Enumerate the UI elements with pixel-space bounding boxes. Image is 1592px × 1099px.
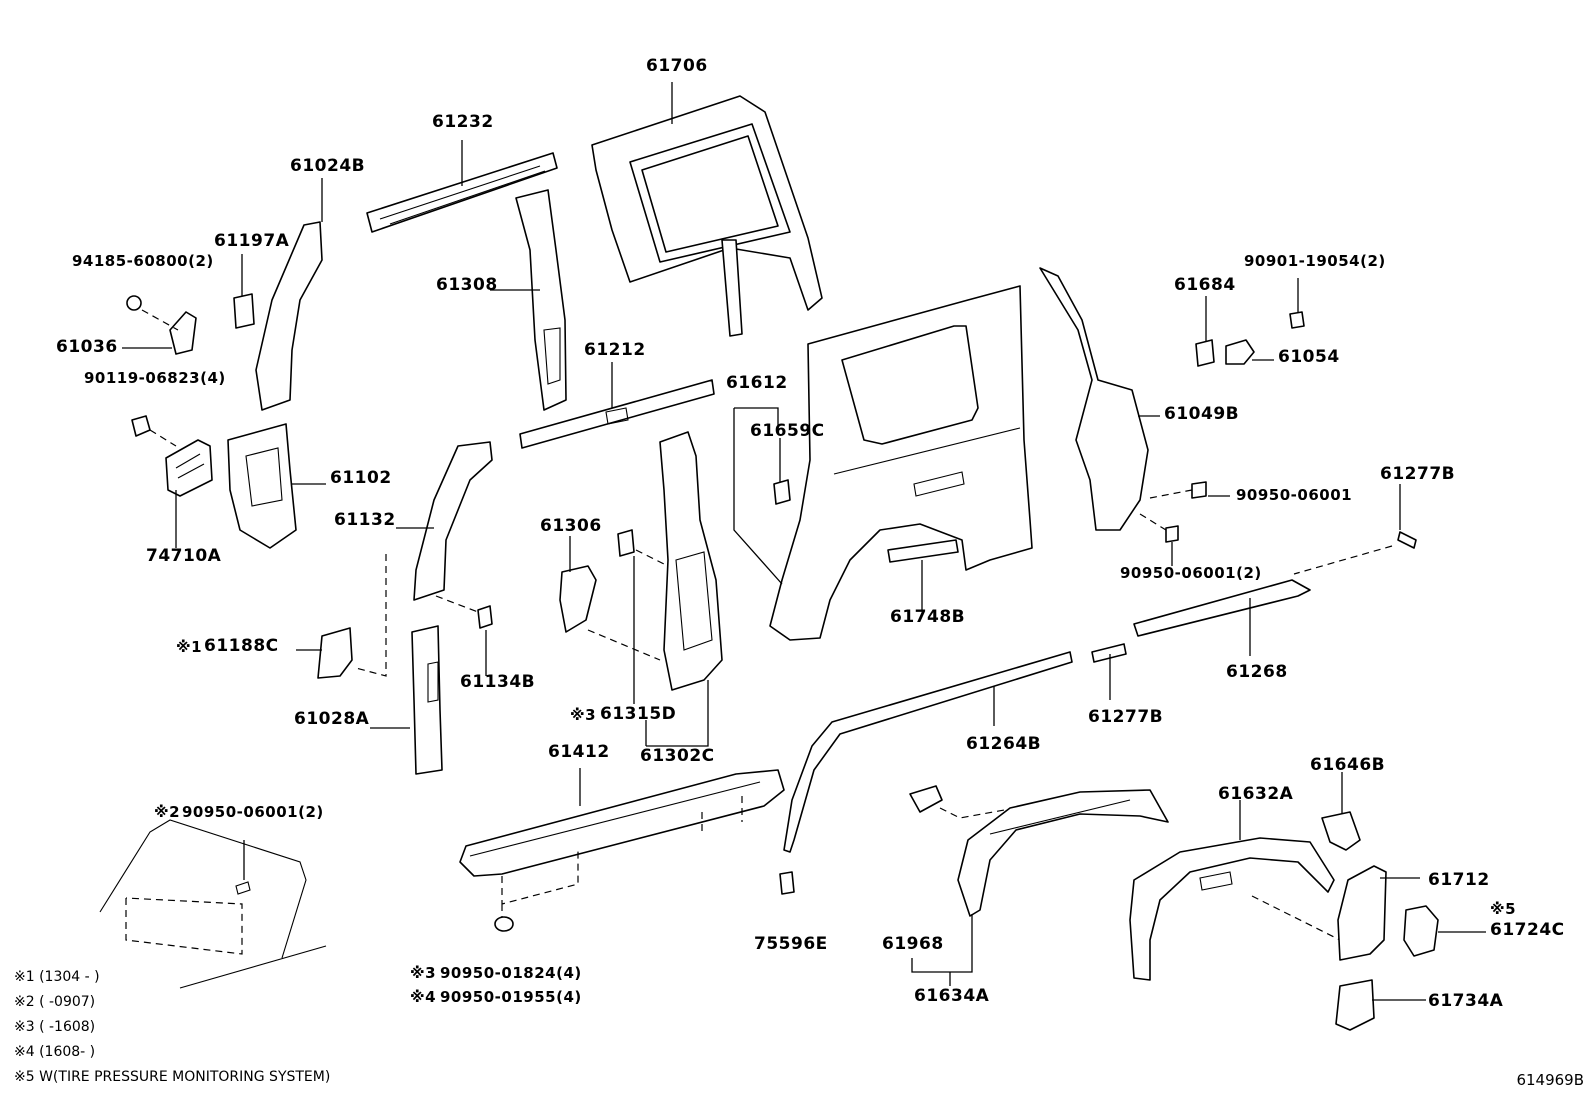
part-61734A (1335, 979, 1375, 1031)
label-61036: 61036 (56, 337, 118, 357)
part-61724C (1403, 905, 1439, 957)
part-61315D (617, 529, 635, 557)
part-61302C (659, 431, 723, 691)
label-61277B-mid: 61277B (1088, 707, 1164, 727)
part-94185-60800 (126, 295, 142, 311)
label-61049B: 61049B (1164, 404, 1240, 424)
part-61024B (255, 221, 323, 411)
label-61634A: 61634A (914, 986, 990, 1006)
part-61712 (1337, 865, 1387, 961)
part-61054 (1225, 339, 1255, 365)
part-61748B (887, 539, 959, 563)
part-61134B (477, 605, 493, 629)
part-61264B (783, 651, 1073, 853)
label-61054: 61054 (1278, 347, 1340, 367)
marker-5: ※5 (1490, 900, 1517, 918)
label-61306: 61306 (540, 516, 602, 536)
marker-1: ※1 (176, 638, 203, 656)
part-61308 (515, 189, 567, 411)
label-61232: 61232 (432, 112, 494, 132)
part-90950-01824 (494, 916, 514, 932)
note-1: ※1 (1304 - ) (14, 969, 100, 985)
label-61659C: 61659C (750, 421, 825, 441)
part-61612 (769, 285, 1033, 641)
label-90119-06823: 90119-06823(4) (84, 369, 226, 387)
part-61659C (773, 479, 791, 505)
note-3: ※3 ( -1608) (14, 1019, 96, 1035)
label-61102: 61102 (330, 468, 392, 488)
label-61028A: 61028A (294, 709, 370, 729)
label-61724C: 61724C (1490, 920, 1565, 940)
label-61748B: 61748B (890, 607, 966, 627)
label-61264B: 61264B (966, 734, 1042, 754)
inset-view (99, 819, 307, 959)
label-90950-06001: 90950-06001 (1236, 486, 1353, 504)
part-74710A (165, 439, 213, 497)
part-61049B (1039, 267, 1149, 531)
label-61308: 61308 (436, 275, 498, 295)
label-94185-60800: 94185-60800(2) (72, 252, 214, 270)
marker-2: ※2 (154, 803, 181, 821)
part-61412 (459, 769, 785, 877)
part-61277B-mid (1091, 643, 1127, 663)
part-61102 (227, 423, 297, 549)
part-90119-06823 (131, 415, 151, 437)
label-90950-06001-2: 90950-06001(2) (1120, 564, 1262, 582)
part-61632A (1129, 837, 1335, 981)
note-4: ※4 (1608- ) (14, 1044, 96, 1060)
label-74710A: 74710A (146, 546, 222, 566)
part-75596E (779, 871, 795, 895)
label-61277B-top: 61277B (1380, 464, 1456, 484)
part-61268 (1133, 579, 1311, 637)
label-61197A: 61197A (214, 231, 290, 251)
label-61968: 61968 (882, 934, 944, 954)
marker-3b: ※3 (410, 964, 437, 982)
part-90950-06001-b (1165, 525, 1179, 543)
label-61024B: 61024B (290, 156, 366, 176)
part-61646B (1321, 811, 1361, 851)
label-61712: 61712 (1428, 870, 1490, 890)
label-61632A: 61632A (1218, 784, 1294, 804)
part-61132 (413, 441, 493, 601)
label-61612: 61612 (726, 373, 788, 393)
label-61188C: 61188C (204, 636, 279, 656)
part-61212 (519, 379, 715, 449)
label-61706: 61706 (646, 56, 708, 76)
diagram-reference-number: 614969B (1516, 1071, 1584, 1089)
label-90950-06001-inset: 90950-06001(2) (182, 803, 324, 821)
part-61197A (233, 293, 255, 329)
part-61684 (1195, 339, 1215, 367)
label-61684: 61684 (1174, 275, 1236, 295)
label-61134B: 61134B (460, 672, 536, 692)
label-61302C: 61302C (640, 746, 715, 766)
label-61646B: 61646B (1310, 755, 1386, 775)
part-61634A (957, 789, 1169, 917)
part-61188C (317, 627, 353, 679)
marker-4: ※4 (410, 988, 437, 1006)
part-61306 (559, 565, 597, 633)
part-61036 (169, 311, 197, 355)
label-61212: 61212 (584, 340, 646, 360)
part-61232 (366, 152, 558, 233)
label-61412: 61412 (548, 742, 610, 762)
part-90901-19054 (1289, 311, 1305, 329)
label-61734A: 61734A (1428, 991, 1504, 1011)
label-61268: 61268 (1226, 662, 1288, 682)
label-90950-01955: 90950-01955(4) (440, 988, 582, 1006)
marker-3: ※3 (570, 706, 597, 724)
note-2: ※2 ( -0907) (14, 994, 96, 1010)
label-75596E: 75596E (754, 934, 828, 954)
label-90901-19054: 90901-19054(2) (1244, 252, 1386, 270)
part-61968 (909, 785, 943, 813)
note-5: ※5 W(TIRE PRESSURE MONITORING SYSTEM) (14, 1069, 331, 1085)
label-61132: 61132 (334, 510, 396, 530)
part-61277B-top (1397, 531, 1417, 549)
label-61315D: 61315D (600, 704, 677, 724)
label-90950-01824: 90950-01824(4) (440, 964, 582, 982)
part-90950-06001 (1191, 481, 1207, 499)
